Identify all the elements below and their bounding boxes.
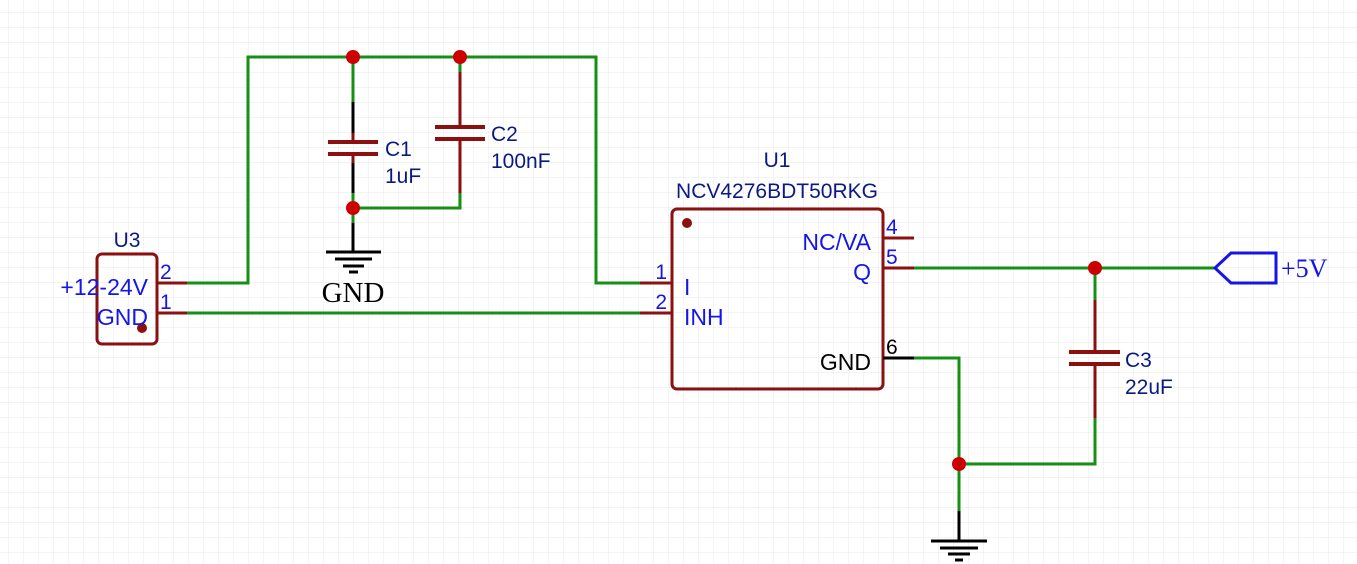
junction-c1-top <box>346 50 360 64</box>
c2-component[interactable]: C2 100nF <box>435 72 551 193</box>
net-flag-5v-label: +5V <box>1281 254 1328 283</box>
junctions <box>346 50 1102 471</box>
c3-value: 22uF <box>1125 376 1173 399</box>
u3-component[interactable]: U3 +12-24V GND 2 1 <box>60 229 187 346</box>
gnd-symbol-c1[interactable]: GND <box>322 223 385 309</box>
u3-pin-number-1: 1 <box>160 291 172 314</box>
gnd-symbol-u1[interactable] <box>931 511 987 562</box>
u1-pin-number-2: 2 <box>655 291 667 314</box>
u3-pin-number-2: 2 <box>160 261 172 284</box>
u1-pin-number-4: 4 <box>886 216 898 239</box>
u1-pin-name-q: Q <box>853 259 871 285</box>
u1-pin1-marker <box>682 218 692 228</box>
c3-component[interactable]: C3 22uF <box>1069 300 1173 418</box>
wire-c2-bottom[interactable] <box>351 191 462 210</box>
u1-designator: U1 <box>764 149 791 172</box>
c2-value: 100nF <box>491 150 551 173</box>
u1-pin-number-6: 6 <box>886 336 898 359</box>
net-flag-5v-shape <box>1212 251 1278 285</box>
u1-body <box>670 207 885 391</box>
wire-vin[interactable] <box>185 55 642 285</box>
c1-value: 1uF <box>385 165 421 188</box>
u1-component[interactable]: U1 NCV4276BDT50RKG 1 2 I INH 4 5 6 NC/VA… <box>640 149 914 391</box>
c3-designator: C3 <box>1125 349 1152 372</box>
u1-value: NCV4276BDT50RKG <box>676 180 878 203</box>
u1-pin-number-1: 1 <box>655 261 667 284</box>
u1-pin-number-5: 5 <box>886 246 898 269</box>
u1-pin-name-i: I <box>684 274 690 300</box>
u3-designator: U3 <box>114 229 141 252</box>
u3-pin1-marker <box>137 323 147 333</box>
junction-c1-bottom <box>346 201 360 215</box>
gnd-c1-label: GND <box>322 277 385 309</box>
c1-component[interactable]: C1 1uF <box>328 102 421 193</box>
u3-pin-label-gnd: GND <box>97 304 148 330</box>
u3-pin-label-vin: +12-24V <box>60 274 148 300</box>
u1-pin-name-inh: INH <box>684 304 724 330</box>
net-flag-5v[interactable]: +5V <box>1212 251 1328 285</box>
junction-5v <box>1088 261 1102 275</box>
u1-pin-name-ncva: NC/VA <box>802 229 871 255</box>
u3-body <box>95 252 159 346</box>
junction-gnd <box>952 457 966 471</box>
junction-c2-top <box>453 50 467 64</box>
u1-pin-name-gnd: GND <box>820 349 871 375</box>
wire-c3-bottom[interactable] <box>957 416 1097 466</box>
c1-designator: C1 <box>385 138 412 161</box>
c2-designator: C2 <box>491 123 518 146</box>
